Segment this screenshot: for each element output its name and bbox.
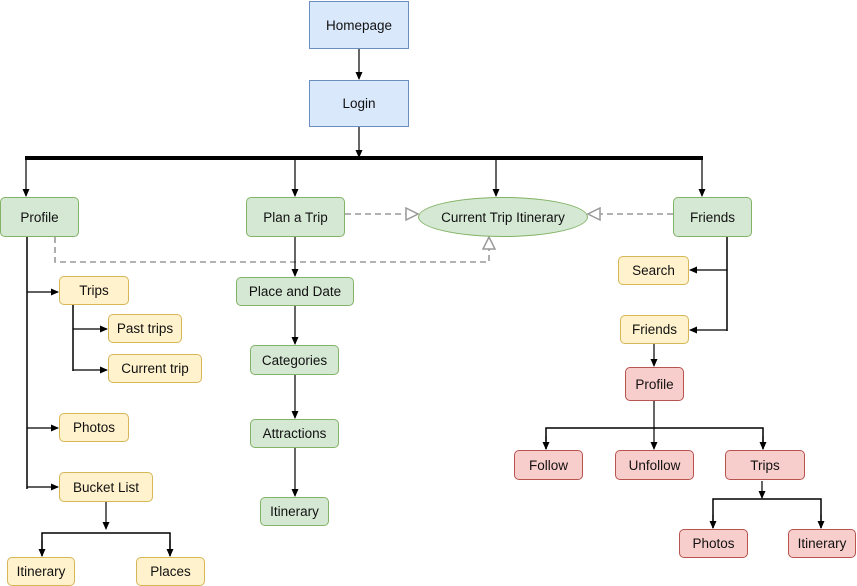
- friends-node: Friends: [673, 197, 752, 237]
- place-and-date-node: Place and Date: [236, 277, 354, 306]
- plan-itinerary-node: Itinerary: [260, 497, 329, 526]
- friend-photos-node: Photos: [679, 529, 748, 558]
- past-trips-node: Past trips: [108, 314, 182, 343]
- photos-node: Photos: [59, 413, 129, 442]
- profile-node: Profile: [0, 197, 79, 237]
- places-node: Places: [136, 557, 205, 586]
- bucket-itinerary-node: Itinerary: [7, 557, 75, 586]
- follow-node: Follow: [514, 450, 583, 480]
- friend-trips-node: Trips: [725, 450, 805, 480]
- friend-profile-node: Profile: [625, 367, 684, 401]
- friend-trips-bus: [712, 498, 822, 528]
- trips-node: Trips: [59, 276, 129, 305]
- login-node: Login: [309, 80, 409, 127]
- dashed-profile-current: [54, 237, 489, 263]
- search-node: Search: [618, 256, 689, 285]
- current-trip-itinerary-node: Current Trip Itinerary: [418, 197, 588, 237]
- attractions-node: Attractions: [250, 419, 339, 448]
- plan-trip-node: Plan a Trip: [246, 197, 345, 237]
- friend-itinerary-node: Itinerary: [788, 529, 856, 558]
- homepage-node: Homepage: [309, 1, 409, 49]
- bucket-list-node: Bucket List: [59, 472, 153, 502]
- bucket-bus: [41, 532, 171, 556]
- unfollow-node: Unfollow: [615, 450, 694, 480]
- current-trip-node: Current trip: [108, 354, 202, 383]
- friends-sub-node: Friends: [620, 315, 689, 344]
- categories-node: Categories: [250, 345, 339, 375]
